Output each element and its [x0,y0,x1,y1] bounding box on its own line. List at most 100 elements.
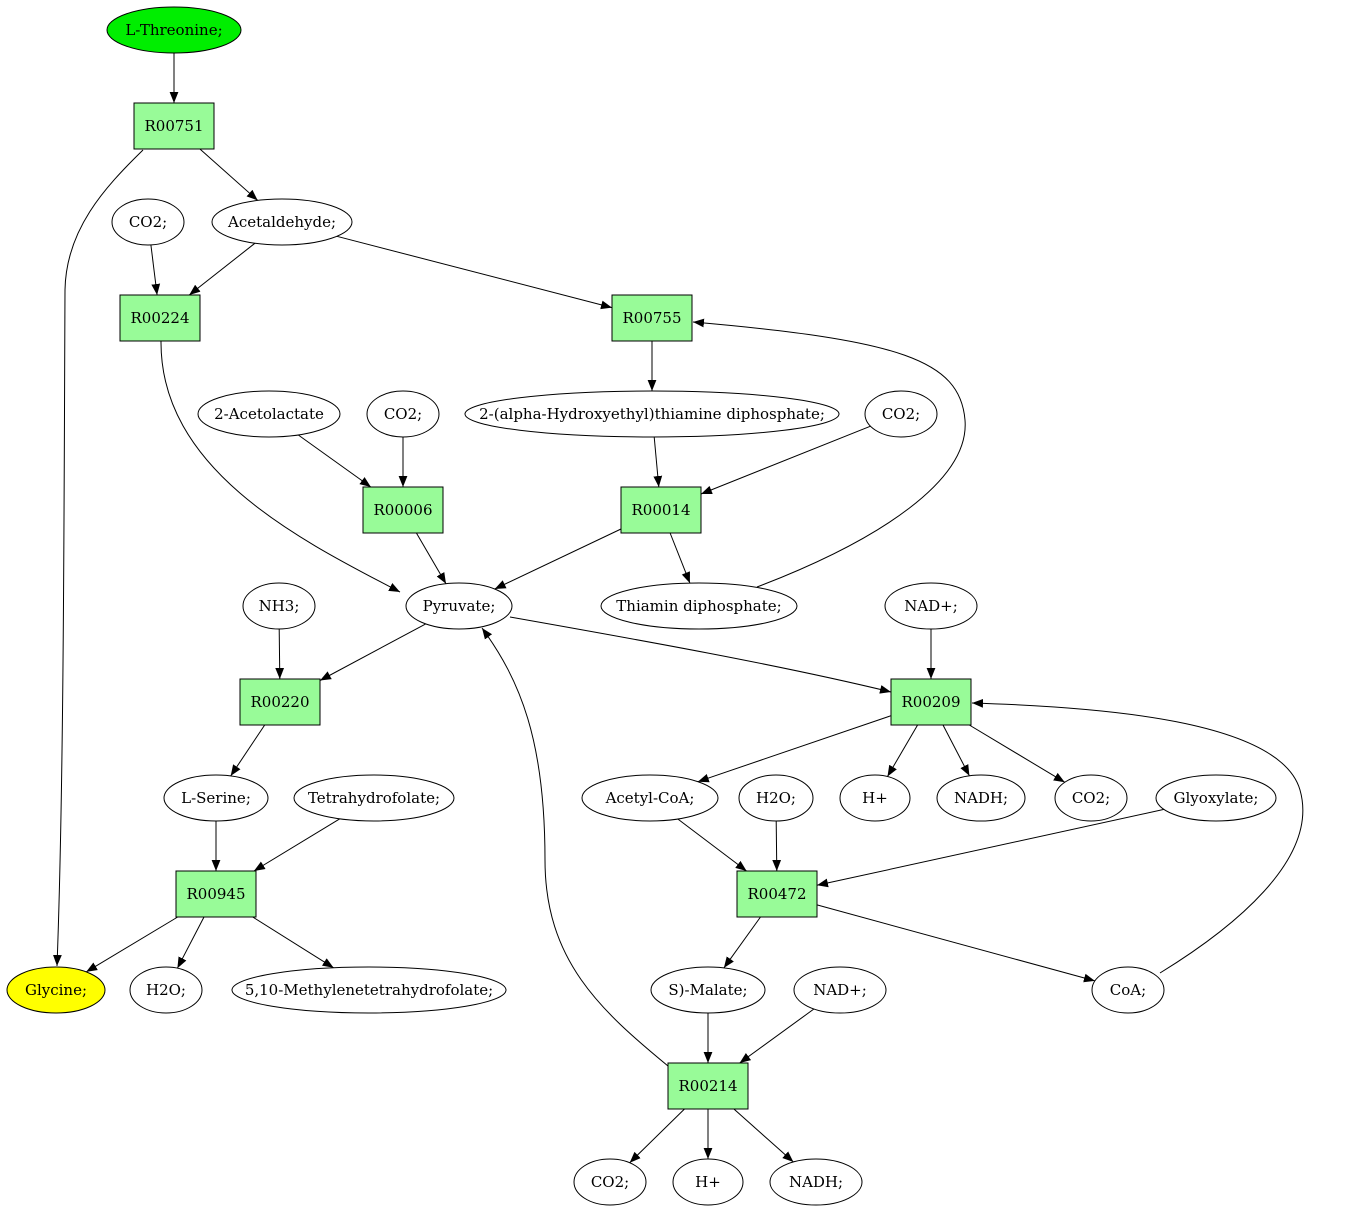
compound-ellipse [581,774,719,822]
edge-r00006-pyr [415,532,447,584]
node-label: R00014 [631,501,690,519]
node-label: 5,10-Methylenetetrahydrofolate; [245,981,493,999]
compound-ellipse [111,198,185,246]
compound-node-co2e: CO2; [573,1158,647,1206]
compound-node-co2c: CO2; [864,390,938,438]
compound-ellipse [293,774,455,822]
edge-acl-r00006 [298,434,372,488]
node-label: NADH; [954,789,1008,807]
node-label: S)-Malate; [668,981,747,999]
compound-node-accoa: Acetyl-CoA; [581,774,719,822]
compound-ellipse [1091,966,1165,1014]
node-label: H+ [695,1173,721,1191]
compound-ellipse [884,582,978,630]
compound-node-tpp: Thiamin diphosphate; [600,582,798,630]
edge-r00751-gly [53,149,144,967]
edge-pyr-r00220 [319,623,426,681]
node-label: R00006 [373,501,432,519]
node-label: R00220 [250,693,309,711]
reaction-node-r00209: R00209 [890,678,972,726]
node-label: NAD+; [813,981,867,999]
compound-ellipse [600,582,798,630]
reaction-box [736,870,818,918]
edge-r00209-accoa [697,715,892,783]
compound-node-acl: 2-Acetolactate [197,390,341,438]
reaction-box [620,486,702,534]
compound-ellipse [231,966,507,1014]
node-label: H+ [862,789,888,807]
reaction-node-r00014: R00014 [620,486,702,534]
compound-node-nad1: NAD+; [884,582,978,630]
edge-glyox-r00472 [816,808,1165,888]
reaction-box [890,678,972,726]
node-label: Tetrahydrofolate; [308,789,440,807]
node-label: R00214 [678,1077,737,1095]
compound-node-hetpp: 2-(alpha-Hydroxyethyl)thiamine diphospha… [464,390,840,438]
compound-node-h2: H+ [672,1158,744,1206]
edge-r00945-h2ob [176,916,205,969]
compound-ellipse [163,774,269,822]
reaction-node-r00220: R00220 [239,678,321,726]
compound-node-mal: S)-Malate; [650,966,766,1014]
compound-ellipse [738,774,814,822]
node-label: 2-(alpha-Hydroxyethyl)thiamine diphospha… [479,405,825,423]
compound-node-nadh1: NADH; [936,774,1026,822]
node-label: Thiamin diphosphate; [616,597,781,615]
compound-ellipse [864,390,938,438]
node-label: Acetyl-CoA; [605,789,695,807]
node-label: R00472 [747,885,806,903]
edge-r00209-nadh1 [942,724,970,777]
compound-ellipse [106,6,242,54]
compound-ellipse [405,582,513,630]
nodes-layer: L-Threonine;R00751CO2;Acetaldehyde;R0022… [6,6,1277,1206]
reaction-box [119,294,201,342]
compound-node-acet: Acetaldehyde; [211,198,353,246]
node-label: 2-Acetolactate [214,405,324,423]
edge-r00472-mal [723,916,761,969]
node-label: CO2; [1072,789,1110,807]
compound-ellipse [1054,774,1128,822]
node-label: H2O; [756,789,796,807]
compound-ellipse [197,390,341,438]
node-label: CO2; [129,213,167,231]
reaction-box [362,486,444,534]
edge-r00209-h1 [887,724,919,777]
compound-node-mthf: 5,10-Methylenetetrahydrofolate; [231,966,507,1014]
node-label: R00755 [622,309,681,327]
compound-ellipse [211,198,353,246]
node-label: L-Serine; [181,789,251,807]
edge-nad2-r00214 [739,1008,815,1064]
compound-ellipse [1155,774,1277,822]
compound-node-h2ob: H2O; [129,966,203,1014]
node-label: Pyruvate; [423,597,496,615]
edge-r00472-coa [816,904,1096,983]
node-label: R00945 [186,885,245,903]
compound-node-co2d: CO2; [1054,774,1128,822]
edge-r00214-co2e [629,1108,685,1164]
compound-node-glyox: Glyoxylate; [1155,774,1277,822]
edge-r00220-ser [230,724,266,777]
edge-pyr-r00209 [509,616,892,694]
compound-ellipse [573,1158,647,1206]
compound-ellipse [6,966,106,1014]
compound-ellipse [129,966,203,1014]
node-label: NH3; [259,597,300,615]
compound-node-h1: H+ [839,774,911,822]
node-label: R00751 [144,117,203,135]
compound-node-pyr: Pyruvate; [405,582,513,630]
compound-node-coa: CoA; [1091,966,1165,1014]
node-label: NAD+; [904,597,958,615]
node-label: CO2; [384,405,422,423]
edge-thf-r00945 [253,818,341,872]
edges-layer [53,53,1304,1164]
compound-node-co2b: CO2; [366,390,440,438]
edge-r00214-nadh2 [733,1108,794,1163]
compound-ellipse [769,1158,863,1206]
reaction-node-r00751: R00751 [133,102,215,150]
compound-ellipse [672,1158,744,1206]
node-label: CoA; [1110,981,1146,999]
node-label: R00209 [901,693,960,711]
compound-ellipse [366,390,440,438]
compound-node-nad2: NAD+; [793,966,887,1014]
reaction-box [239,678,321,726]
